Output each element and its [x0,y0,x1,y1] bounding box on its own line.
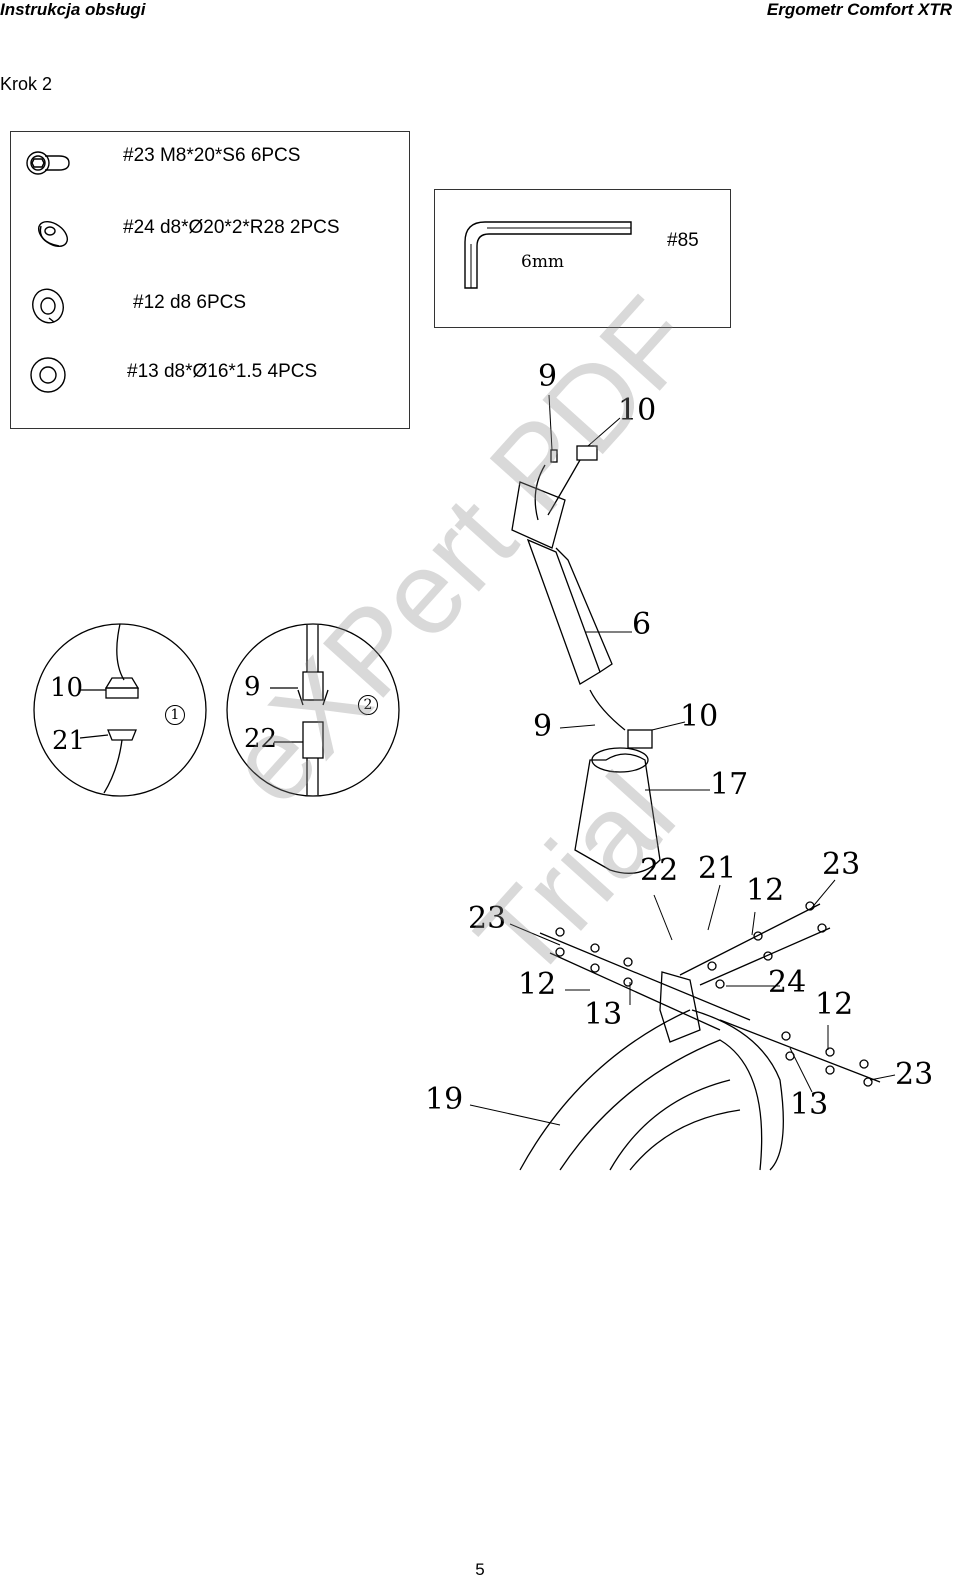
callout-17: 17 [710,767,749,802]
callout-12-b: 12 [518,967,557,1002]
part-label-24: #24 d8*Ø20*2*R28 2PCS [123,217,340,238]
header-product-name: Ergometr Comfort XTR [766,0,952,19]
curved-washer-icon [37,220,69,248]
hardware-parts-box: #23 M8*20*S6 6PCS #24 d8*Ø20*2*R28 2PCS … [10,131,410,429]
shroud-cover [574,747,661,874]
callout-9-mid: 9 [533,709,553,744]
callout-21: 21 [698,851,737,886]
part-label-23: #23 M8*20*S6 6PCS [123,145,301,166]
callout-12-a: 12 [746,873,785,908]
fasteners [555,901,873,1087]
detail-1-label-10: 10 [50,673,84,703]
callout-23-b: 23 [468,901,507,936]
detail-2-number: 2 [358,695,378,715]
callout-9-top: 9 [538,359,558,394]
callout-12-c: 12 [815,987,854,1022]
bolt-axes [539,903,881,1083]
callout-19: 19 [425,1082,464,1117]
detail-2-label-9: 9 [244,672,261,702]
detail-1-number: 1 [165,705,185,725]
callout-13-a: 13 [584,997,623,1032]
callout-23-c: 23 [895,1057,934,1092]
callout-23-a: 23 [822,847,861,882]
tool-code: #85 [667,230,699,251]
step-title: Krok 2 [0,74,53,94]
part-label-12: #12 d8 6PCS [133,292,247,313]
connector-10-mid [627,729,653,749]
callout-13-b: 13 [790,1087,829,1122]
main-frame [519,971,784,1171]
tool-box: #85 6mm [434,189,731,328]
callout-24: 24 [768,965,807,1000]
bolt-icon [26,151,70,175]
tool-size: 6mm [521,252,565,272]
callout-22: 22 [640,853,679,888]
detail-2-label-22: 22 [244,724,278,754]
connector-10-top [576,445,598,461]
upright-tube [511,459,626,731]
connector-9-top [550,449,558,463]
detail-circle-2 [226,623,400,797]
spring-washer-icon [32,288,64,324]
parts-icons [26,151,70,393]
detail-1-label-21: 21 [52,726,86,756]
callout-6: 6 [632,607,652,642]
part-label-13: #13 d8*Ø16*1.5 4PCS [127,361,318,382]
flat-washer-icon [30,357,66,393]
header-manual-title: Instrukcja obsługi [0,0,146,19]
callout-10-mid: 10 [680,699,719,734]
allen-key-icon [464,221,632,289]
leader-lines [469,394,896,1126]
detail-circle-1 [33,623,207,797]
page-number: 5 [475,1560,485,1579]
callout-10-top: 10 [618,393,657,428]
